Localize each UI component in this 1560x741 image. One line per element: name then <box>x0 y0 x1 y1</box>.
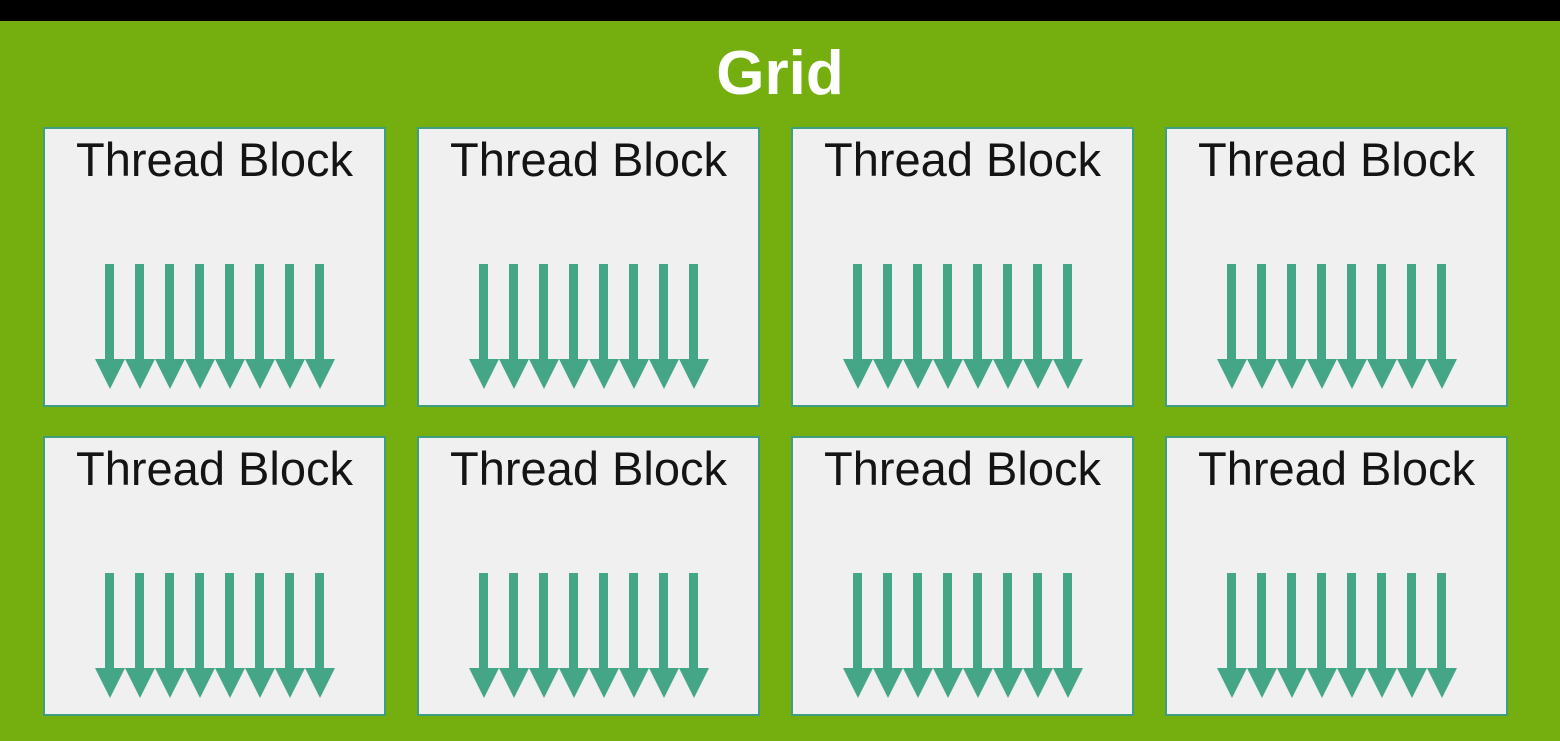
thread-block: Thread Block <box>1165 127 1508 407</box>
thread-arrows <box>1216 573 1457 698</box>
thread-down-arrow-icon <box>1216 573 1247 698</box>
thread-down-arrow-icon <box>992 573 1023 698</box>
thread-down-arrow-icon <box>1306 264 1337 389</box>
thread-down-arrow-icon <box>528 264 559 389</box>
thread-down-arrow-icon <box>498 573 529 698</box>
thread-block-label: Thread Block <box>76 133 353 186</box>
thread-down-arrow-icon <box>648 264 679 389</box>
thread-down-arrow-icon <box>528 573 559 698</box>
thread-block-label: Thread Block <box>450 133 727 186</box>
thread-down-arrow-icon <box>304 573 335 698</box>
thread-down-arrow-icon <box>842 573 873 698</box>
thread-down-arrow-icon <box>244 264 275 389</box>
thread-block-grid: Thread Block Thread Block Thread Block T… <box>0 127 1560 716</box>
thread-block: Thread Block <box>791 127 1134 407</box>
thread-down-arrow-icon <box>648 573 679 698</box>
thread-down-arrow-icon <box>184 264 215 389</box>
thread-arrows <box>842 264 1083 389</box>
thread-down-arrow-icon <box>1022 573 1053 698</box>
thread-down-arrow-icon <box>932 264 963 389</box>
thread-down-arrow-icon <box>1276 264 1307 389</box>
thread-down-arrow-icon <box>94 264 125 389</box>
thread-down-arrow-icon <box>618 264 649 389</box>
thread-down-arrow-icon <box>872 573 903 698</box>
thread-arrows <box>94 264 335 389</box>
thread-down-arrow-icon <box>214 264 245 389</box>
thread-down-arrow-icon <box>468 264 499 389</box>
thread-arrows <box>468 264 709 389</box>
thread-block: Thread Block <box>43 436 386 716</box>
thread-down-arrow-icon <box>304 264 335 389</box>
thread-down-arrow-icon <box>902 573 933 698</box>
thread-down-arrow-icon <box>1366 264 1397 389</box>
thread-block-label: Thread Block <box>1198 442 1475 495</box>
thread-down-arrow-icon <box>1426 573 1457 698</box>
thread-down-arrow-icon <box>1396 573 1427 698</box>
thread-down-arrow-icon <box>1306 573 1337 698</box>
thread-down-arrow-icon <box>274 573 305 698</box>
thread-down-arrow-icon <box>558 264 589 389</box>
thread-down-arrow-icon <box>618 573 649 698</box>
grid-panel: Grid Thread Block Thread Block Thread Bl… <box>0 21 1560 741</box>
thread-down-arrow-icon <box>932 573 963 698</box>
thread-down-arrow-icon <box>678 264 709 389</box>
thread-down-arrow-icon <box>1246 573 1277 698</box>
thread-block: Thread Block <box>791 436 1134 716</box>
thread-down-arrow-icon <box>678 573 709 698</box>
thread-down-arrow-icon <box>992 264 1023 389</box>
thread-block-label: Thread Block <box>824 133 1101 186</box>
thread-down-arrow-icon <box>1022 264 1053 389</box>
thread-down-arrow-icon <box>468 573 499 698</box>
thread-down-arrow-icon <box>842 264 873 389</box>
thread-down-arrow-icon <box>154 573 185 698</box>
thread-block-label: Thread Block <box>1198 133 1475 186</box>
thread-down-arrow-icon <box>1216 264 1247 389</box>
thread-down-arrow-icon <box>184 573 215 698</box>
thread-arrows <box>1216 264 1457 389</box>
grid-title: Grid <box>716 39 844 108</box>
thread-down-arrow-icon <box>244 573 275 698</box>
thread-down-arrow-icon <box>558 573 589 698</box>
thread-block-label: Thread Block <box>76 442 353 495</box>
thread-down-arrow-icon <box>274 264 305 389</box>
thread-down-arrow-icon <box>962 573 993 698</box>
thread-block: Thread Block <box>417 436 760 716</box>
thread-down-arrow-icon <box>124 573 155 698</box>
thread-arrows <box>94 573 335 698</box>
thread-down-arrow-icon <box>1246 264 1277 389</box>
thread-arrows <box>842 573 1083 698</box>
thread-down-arrow-icon <box>124 264 155 389</box>
thread-down-arrow-icon <box>962 264 993 389</box>
thread-down-arrow-icon <box>1396 264 1427 389</box>
thread-down-arrow-icon <box>154 264 185 389</box>
thread-block: Thread Block <box>417 127 760 407</box>
thread-down-arrow-icon <box>1426 264 1457 389</box>
thread-down-arrow-icon <box>1052 573 1083 698</box>
thread-down-arrow-icon <box>902 264 933 389</box>
thread-block: Thread Block <box>43 127 386 407</box>
thread-arrows <box>468 573 709 698</box>
thread-block-label: Thread Block <box>450 442 727 495</box>
thread-down-arrow-icon <box>1052 264 1083 389</box>
thread-down-arrow-icon <box>1336 573 1367 698</box>
thread-down-arrow-icon <box>1336 264 1367 389</box>
thread-down-arrow-icon <box>588 264 619 389</box>
thread-down-arrow-icon <box>1366 573 1397 698</box>
top-letterbox-bar <box>0 0 1560 21</box>
thread-down-arrow-icon <box>588 573 619 698</box>
thread-down-arrow-icon <box>872 264 903 389</box>
thread-block: Thread Block <box>1165 436 1508 716</box>
thread-down-arrow-icon <box>94 573 125 698</box>
thread-block-label: Thread Block <box>824 442 1101 495</box>
thread-down-arrow-icon <box>1276 573 1307 698</box>
thread-down-arrow-icon <box>498 264 529 389</box>
thread-down-arrow-icon <box>214 573 245 698</box>
